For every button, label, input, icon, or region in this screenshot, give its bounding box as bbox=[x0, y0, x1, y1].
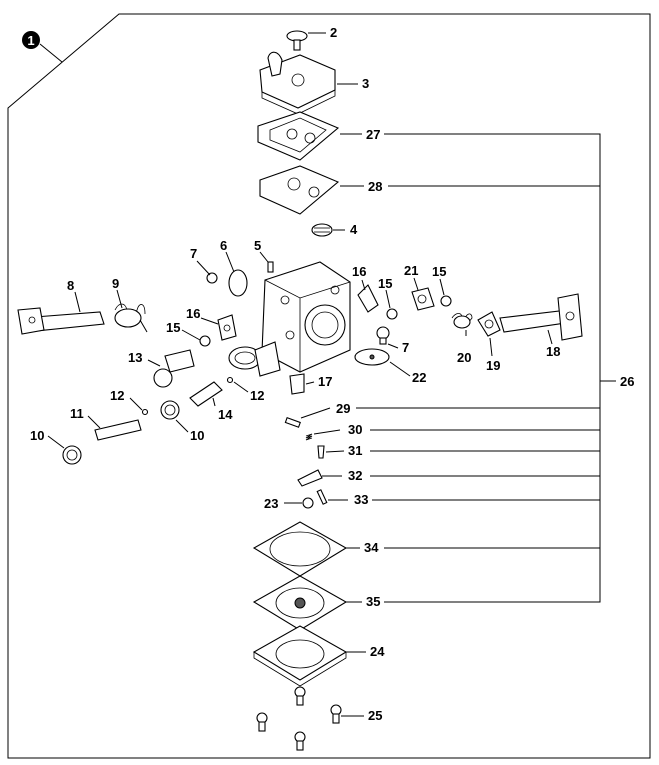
label-part-32: 32 bbox=[348, 468, 362, 483]
part-17-clip bbox=[289, 373, 305, 395]
label-part-3: 3 bbox=[362, 76, 369, 91]
part-25-screws bbox=[256, 686, 342, 751]
part-33-pin bbox=[316, 489, 328, 505]
label-part-7-lower: 7 bbox=[402, 340, 409, 355]
part-11-needle bbox=[94, 419, 142, 441]
part-23-screw bbox=[302, 497, 314, 509]
label-part-24: 24 bbox=[370, 644, 385, 659]
part-carburetor-body bbox=[228, 261, 351, 377]
part-7-screw-upper bbox=[206, 272, 218, 284]
part-32-lever bbox=[297, 469, 323, 487]
part-2-screw bbox=[286, 30, 308, 51]
label-part-7-upper: 7 bbox=[190, 246, 197, 261]
part-16-lever-left bbox=[217, 314, 237, 341]
part-21-lever bbox=[411, 287, 435, 311]
part-13-screw bbox=[153, 349, 195, 388]
part-34-gasket bbox=[252, 521, 348, 577]
part-14-needle bbox=[189, 381, 223, 407]
label-part-4: 4 bbox=[350, 222, 358, 237]
part-20-spring bbox=[451, 313, 473, 329]
part-4-filter bbox=[311, 223, 333, 237]
part-3-cover bbox=[259, 51, 336, 115]
label-part-12-left: 12 bbox=[110, 388, 124, 403]
part-7-screw-lower bbox=[376, 326, 390, 345]
label-part-2: 2 bbox=[330, 25, 337, 40]
label-part-18: 18 bbox=[546, 344, 560, 359]
label-part-26: 26 bbox=[620, 374, 634, 389]
label-part-30: 30 bbox=[348, 422, 362, 437]
diagram-frame bbox=[7, 13, 651, 759]
part-30-spring bbox=[305, 433, 313, 441]
label-part-16-right: 16 bbox=[352, 264, 366, 279]
label-part-12-right: 12 bbox=[250, 388, 264, 403]
label-part-9: 9 bbox=[112, 276, 119, 291]
label-part-8: 8 bbox=[67, 278, 74, 293]
part-31-needle-valve bbox=[317, 445, 325, 459]
part-22-plate bbox=[354, 348, 390, 366]
label-part-10-right: 10 bbox=[190, 428, 204, 443]
part-19-lever bbox=[477, 311, 501, 337]
assembly-badge: 1 bbox=[22, 31, 63, 63]
part-27-gasket bbox=[257, 111, 340, 161]
part-12-spring-right bbox=[226, 376, 234, 384]
part-28-diaphragm bbox=[259, 165, 340, 215]
label-part-27: 27 bbox=[366, 127, 380, 142]
label-part-22: 22 bbox=[412, 370, 426, 385]
label-part-11: 11 bbox=[70, 406, 84, 421]
label-part-17: 17 bbox=[318, 374, 332, 389]
label-part-31: 31 bbox=[348, 443, 362, 458]
label-part-13: 13 bbox=[128, 350, 142, 365]
part-29-pin bbox=[284, 417, 301, 428]
label-part-6: 6 bbox=[220, 238, 227, 253]
part-16-lever-right bbox=[357, 284, 379, 313]
label-part-23: 23 bbox=[264, 496, 278, 511]
part-18-shaft bbox=[499, 293, 583, 341]
part-6-plate bbox=[228, 269, 248, 297]
svg-text:1: 1 bbox=[27, 33, 34, 48]
label-part-28: 28 bbox=[368, 179, 382, 194]
part-5-pin bbox=[267, 261, 274, 273]
part-number-labels: 2 3 27 28 4 7 6 5 16 21 15 8 9 15 16 15 … bbox=[30, 25, 634, 723]
label-part-29: 29 bbox=[336, 401, 350, 416]
label-part-21: 21 bbox=[404, 263, 418, 278]
part-15-washer-middle bbox=[386, 308, 398, 320]
leader-lines bbox=[47, 32, 616, 717]
label-part-16-left: 16 bbox=[186, 306, 200, 321]
label-part-35: 35 bbox=[366, 594, 380, 609]
part-9-spring bbox=[114, 303, 148, 333]
part-35-diaphragm bbox=[252, 575, 348, 631]
part-15-washer-left bbox=[199, 335, 211, 347]
label-part-14: 14 bbox=[218, 407, 233, 422]
label-part-19: 19 bbox=[486, 358, 500, 373]
label-part-15-middle: 15 bbox=[378, 276, 392, 291]
part-24-cover bbox=[252, 625, 348, 687]
label-part-34: 34 bbox=[364, 540, 379, 555]
label-part-20: 20 bbox=[457, 350, 471, 365]
label-part-5: 5 bbox=[254, 238, 261, 253]
label-part-10-left: 10 bbox=[30, 428, 44, 443]
label-part-25: 25 bbox=[368, 708, 382, 723]
label-part-33: 33 bbox=[354, 492, 368, 507]
part-10-knob-left bbox=[62, 445, 82, 465]
part-10-knob-right bbox=[160, 400, 180, 420]
label-part-15-right: 15 bbox=[432, 264, 446, 279]
part-12-spring-left bbox=[141, 408, 149, 416]
part-15-washer-right bbox=[440, 295, 452, 307]
label-part-15-left: 15 bbox=[166, 320, 180, 335]
part-8-shaft bbox=[17, 307, 105, 335]
